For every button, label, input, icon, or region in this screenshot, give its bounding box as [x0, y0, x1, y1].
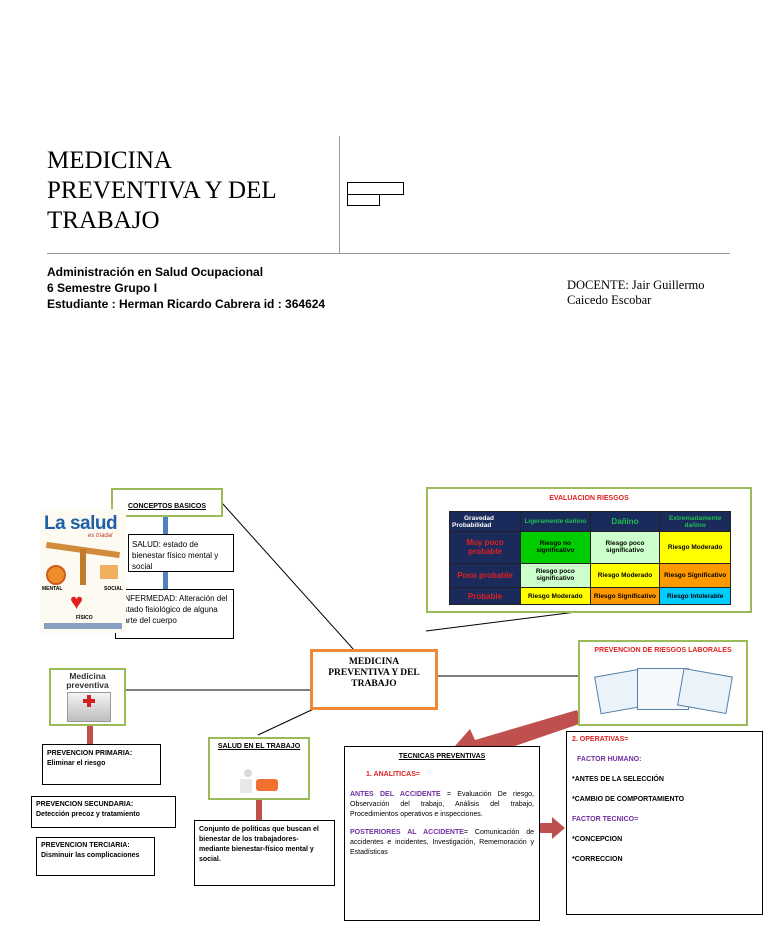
secundaria-text: Detección precoz y tratamiento: [36, 811, 140, 818]
label-fisico: FÍSICO: [76, 615, 93, 621]
risk-matrix: Gravedad Probabilidad Ligeramente dañino…: [449, 511, 731, 605]
conceptos-connector-1: [163, 517, 168, 534]
row-header-2: Poco probable: [449, 562, 521, 589]
workers-illustration: [238, 767, 282, 797]
label-mental: MENTAL: [42, 586, 63, 592]
prevencion-secundaria-box: PREVENCION SECUNDARIA: Detección precoz …: [31, 796, 176, 828]
first-aid-box-icon: [67, 692, 111, 722]
center-line-3: TRABAJO: [351, 679, 397, 689]
header-small-box-2: [347, 194, 380, 206]
medicina-connector: [87, 726, 93, 744]
fh-item-2: *CAMBIO DE COMPORTAMIENTO: [572, 796, 685, 803]
col-header-3: Extremadamente dañino: [659, 511, 731, 532]
salud-trabajo-title: SALUD EN EL TRABAJO: [217, 743, 301, 750]
risk-cell-2-3: Riesgo Significativo: [659, 562, 731, 589]
header-small-box-1: [347, 182, 404, 195]
fh-item-1: *ANTES DE LA SELECCIÓN: [572, 776, 664, 783]
la-salud-title: La salud: [44, 513, 118, 534]
tecnicas-title: TECNICAS PREVENTIVAS: [398, 753, 486, 760]
primaria-text: Eliminar el riesgo: [47, 760, 106, 767]
prevencion-riesgos-title: PREVENCION DE RIESGOS LABORALES: [594, 647, 732, 654]
posteriores-al-accidente: POSTERIORES AL ACCIDENTE= Comunicación d…: [350, 829, 534, 856]
salud-trabajo-box: SALUD EN EL TRABAJO: [208, 737, 310, 800]
connector-conceptos: [221, 502, 355, 651]
conceptos-basicos-box: CONCEPTOS BASICOS: [111, 488, 223, 517]
salud-connector: [256, 800, 262, 820]
teacher-line-2: Caicedo Escobar: [567, 293, 652, 307]
ft-item-2: *CORRECCION: [572, 856, 623, 863]
risk-cell-3-3: Riesgo Intolerable: [659, 587, 731, 605]
risk-matrix-corner: Gravedad Probabilidad: [449, 511, 521, 532]
risk-cell-1-1: Riesgo no significativo: [520, 531, 591, 564]
ft-item-1: *CONCEPCION: [572, 836, 623, 843]
operativas-title: 2. OPERATIVAS=: [572, 736, 629, 743]
evaluacion-title: EVALUACION RIESGOS: [549, 495, 629, 502]
evaluacion-riesgos-box: EVALUACION RIESGOS Gravedad Probabilidad…: [426, 487, 752, 613]
col-header-1: Ligeramente dañino: [520, 511, 591, 532]
prevencion-riesgos-box: PREVENCION DE RIESGOS LABORALES: [578, 640, 748, 726]
enfermedad-definition: ENFERMEDAD: Alteración del estado fisiol…: [119, 594, 228, 625]
terciaria-text: Disminuir las complicaciones: [41, 852, 140, 859]
salud-trabajo-text: Conjunto de políticas que buscan el bien…: [199, 826, 319, 863]
operativas-box: 2. OPERATIVAS= FACTOR HUMANO: *ANTES DE …: [566, 731, 763, 915]
terciaria-title: PREVENCION TERCIARIA:: [41, 842, 130, 849]
conceptos-connector-2: [163, 572, 168, 589]
title-line-1: MEDICINA: [47, 147, 172, 174]
salud-definition-box: SALUD: estado de bienestar físico mental…: [128, 534, 234, 572]
analiticas-title: 1. ANALITICAS=: [366, 771, 420, 778]
la-salud-image: La salud es triadal MENTAL SOCIAL ♥ FÍSI…: [40, 509, 126, 633]
secundaria-title: PREVENCION SECUNDARIA:: [36, 801, 134, 808]
row-header-3: Probable: [449, 587, 521, 605]
salud-trabajo-text-box: Conjunto de políticas que buscan el bien…: [194, 820, 335, 886]
connector-salud: [257, 705, 321, 736]
title-line-3: TRABAJO: [47, 207, 160, 234]
primaria-title: PREVENCION PRIMARIA:: [47, 750, 133, 757]
factor-tecnico-title: FACTOR TECNICO=: [572, 816, 639, 823]
tecnicas-preventivas-box: TECNICAS PREVENTIVAS 1. ANALITICAS= ANTE…: [344, 746, 540, 921]
wood-post: [80, 549, 86, 585]
risk-cell-2-1: Riesgo poco significativo: [520, 562, 591, 589]
page-title: MEDICINA PREVENTIVA Y DEL TRABAJO: [47, 146, 337, 236]
antes-del-accidente: ANTES DEL ACCIDENTE = Evaluación De ries…: [350, 791, 534, 818]
factor-humano-title: FACTOR HUMANO:: [577, 756, 642, 763]
social-icon: [100, 565, 118, 579]
mental-icon: [46, 565, 66, 585]
risk-cell-3-2: Riesgo Significativo: [589, 587, 661, 605]
right-red-arrow: [540, 817, 565, 839]
risk-cell-3-1: Riesgo Moderado: [520, 587, 591, 605]
header-vertical-divider: [339, 136, 340, 253]
heart-icon: ♥: [70, 589, 84, 614]
teacher-line-1: DOCENTE: Jair Guillermo: [567, 278, 705, 292]
course-name: Administración en Salud Ocupacional: [47, 265, 264, 279]
footer-logos: [44, 623, 122, 629]
risk-cell-2-2: Riesgo Moderado: [589, 562, 661, 589]
medicina-preventiva-label: Medicina preventiva: [66, 671, 109, 690]
prevencion-primaria-box: PREVENCION PRIMARIA: Eliminar el riesgo: [42, 744, 161, 785]
la-salud-subtitle: es triadal: [88, 533, 113, 539]
title-line-2: PREVENTIVA Y DEL: [47, 177, 277, 204]
label-social: SOCIAL: [104, 586, 123, 592]
row-header-1: Muy poco probable: [449, 531, 521, 564]
group-name: 6 Semestre Grupo I: [47, 281, 158, 295]
center-node: MEDICINA PREVENTIVA Y DEL TRABAJO: [310, 649, 438, 710]
col-header-2: Dañino: [589, 511, 661, 532]
documents-illustration: [592, 662, 733, 718]
conceptos-title: CONCEPTOS BASICOS: [127, 503, 207, 510]
teacher-info: DOCENTE: Jair Guillermo Caicedo Escobar: [567, 278, 704, 308]
risk-cell-1-2: Riesgo poco significativo: [589, 531, 661, 564]
center-line-2: PREVENTIVA Y DEL: [328, 668, 420, 678]
center-line-1: MEDICINA: [348, 657, 400, 667]
risk-cell-1-3: Riesgo Moderado: [659, 531, 731, 564]
salud-definition: SALUD: estado de bienestar físico mental…: [132, 540, 219, 571]
student-name: Estudiante : Herman Ricardo Cabrera id :…: [47, 297, 326, 311]
medicina-preventiva-box: Medicina preventiva: [49, 668, 126, 726]
header-horizontal-divider: [47, 253, 730, 254]
course-info: Administración en Salud Ocupacional 6 Se…: [47, 264, 325, 312]
prevencion-terciaria-box: PREVENCION TERCIARIA: Disminuir las comp…: [36, 837, 155, 876]
enfermedad-definition-box: ENFERMEDAD: Alteración del estado fisiol…: [115, 589, 234, 639]
